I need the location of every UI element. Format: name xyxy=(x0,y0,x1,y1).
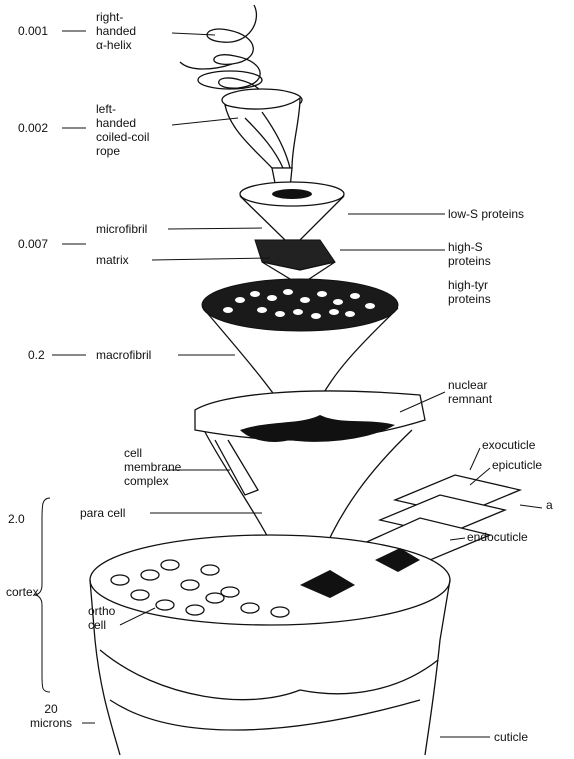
microfibril-cone xyxy=(240,182,344,285)
coiled-coil-rope xyxy=(222,89,302,188)
para-cell-label: para cell xyxy=(80,506,125,520)
cortex-label: cortex xyxy=(6,585,39,599)
scale-02: 0.2 xyxy=(28,348,45,362)
ortho-cell-label: ortho cell xyxy=(88,604,115,632)
cortex-cylinder xyxy=(90,535,450,755)
low-s-proteins-label: low-S proteins xyxy=(448,207,524,221)
scale-20: 2.0 xyxy=(8,512,25,526)
epicuticle-label: epicuticle xyxy=(492,458,542,472)
coiled-coil-label: left- handed coiled-coil rope xyxy=(96,102,149,158)
exocuticle-label: exocuticle xyxy=(482,438,535,452)
macrofibril-disc xyxy=(202,279,398,410)
nuclear-remnant-label: nuclear remnant xyxy=(448,378,492,406)
scale-0001: 0.001 xyxy=(18,24,48,38)
scale-0007: 0.007 xyxy=(18,237,48,251)
high-s-proteins-label: high-S proteins xyxy=(448,240,491,268)
macrofibril-label: macrofibril xyxy=(96,348,151,362)
microfibril-label: microfibril xyxy=(96,222,147,236)
cell-membrane-complex-label: cell membrane complex xyxy=(124,446,181,488)
scale-0002: 0.002 xyxy=(18,121,48,135)
cuticle-label: cuticle xyxy=(494,730,528,744)
alpha-helix-label: right- handed α-helix xyxy=(96,10,136,52)
high-tyr-proteins-label: high-tyr proteins xyxy=(448,278,491,306)
endocuticle-label: endocuticle xyxy=(467,530,528,544)
matrix-label: matrix xyxy=(96,253,129,267)
scale-200: 20 microns xyxy=(30,702,72,730)
a-layer-label: a xyxy=(546,498,553,512)
